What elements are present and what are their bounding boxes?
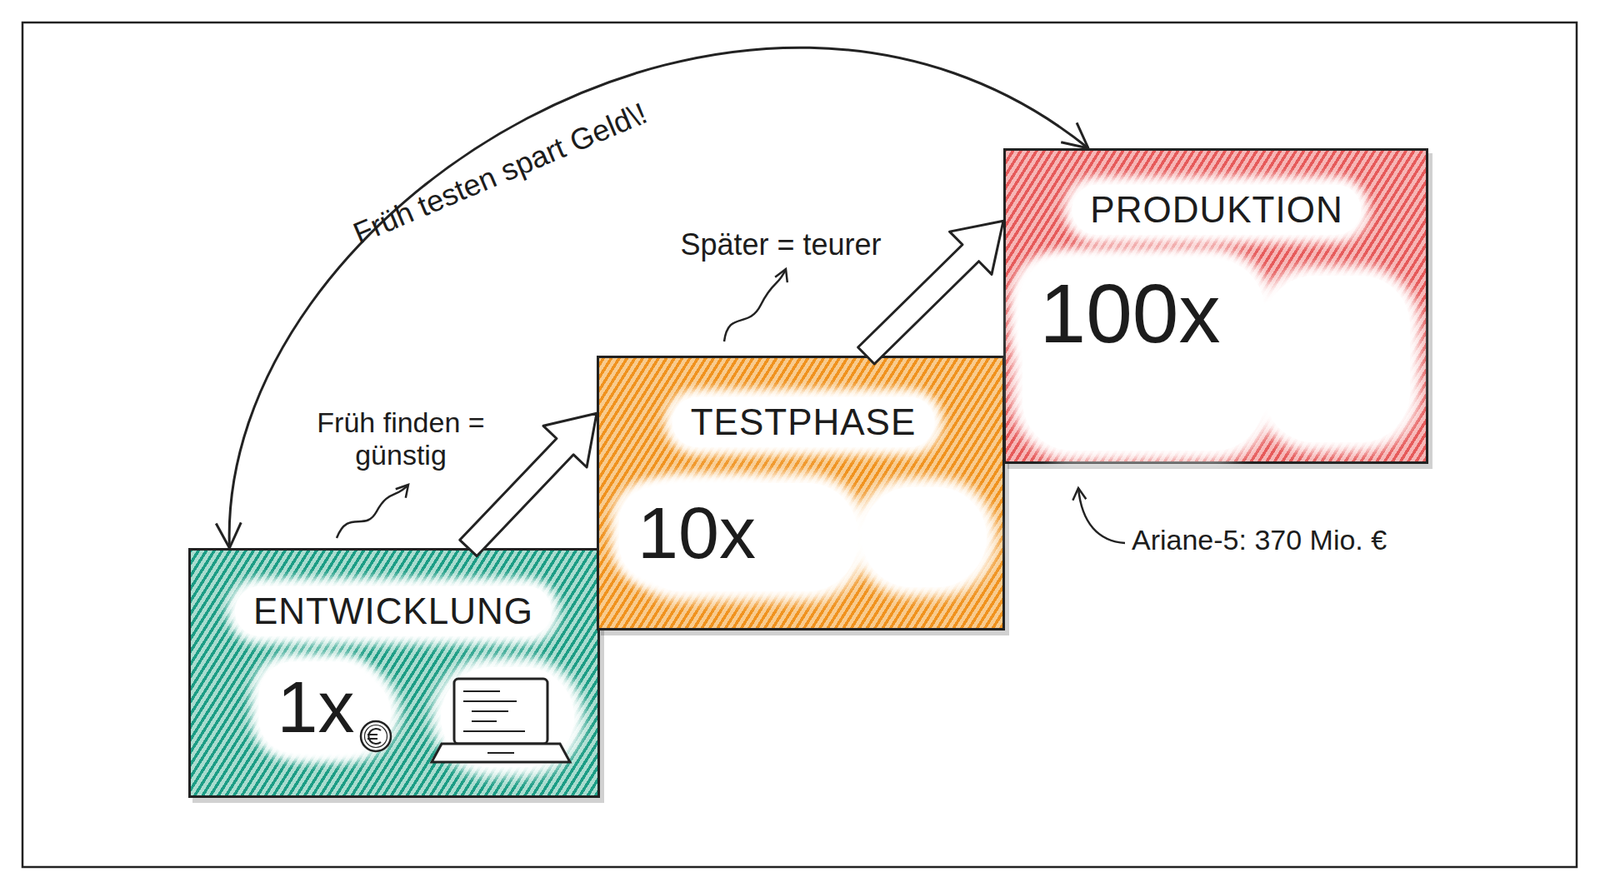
phase-box: ENTWICKLUNG 1x [188,548,600,799]
edge-label: Früh testen spart Geld\! [348,95,652,251]
phase-title: ENTWICKLUNG [235,586,552,637]
outer-frame [22,22,1577,868]
cost-factor: 10x [619,488,775,580]
squiggle-pointer [336,485,409,539]
squiggle-pointer [724,269,786,342]
cost-factor: 1x [259,662,374,754]
phase-title: PRODUKTION [1071,185,1361,235]
cost-factor: 100x [1021,262,1240,365]
white-blob [440,667,575,768]
phase-box: PRODUKTION 100x [1003,148,1429,465]
white-blob [1264,275,1410,443]
annotation-text: Ariane-5: 370 Mio. € [1131,524,1387,557]
leader-line [1078,488,1125,544]
white-blob [861,487,987,588]
note-text: Früh finden = günstig [309,406,493,472]
phase-title: TESTPHASE [672,397,935,448]
phase-box: TESTPHASE 10x [596,355,1005,631]
note-text: Später = teurer [680,227,881,262]
